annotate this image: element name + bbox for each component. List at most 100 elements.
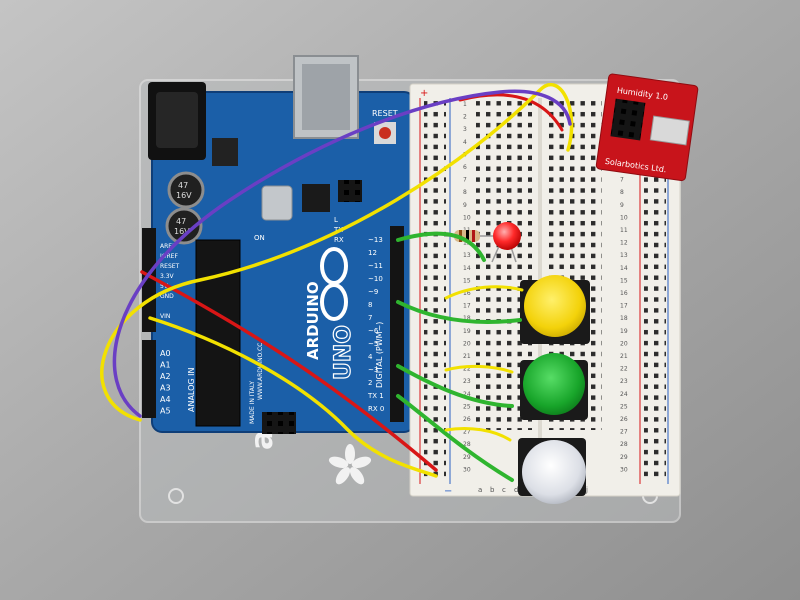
row-number: 15 [463,277,471,284]
row-number: 27 [620,429,628,436]
digital-pin-label: ~9 [368,288,378,296]
digital-pin-label: 2 [368,379,372,387]
column-letter: a [478,486,482,494]
row-number: 10 [620,214,628,221]
svg-text:VIN: VIN [160,313,170,320]
row-number: 27 [463,429,471,436]
row-number: 8 [620,189,624,196]
row-number: 28 [463,441,471,448]
analog-pin-label: A2 [160,372,171,381]
column-letter: d [514,486,518,494]
row-number: 7 [463,177,467,184]
row-number: 29 [620,454,628,461]
digital-pin-label: 4 [368,353,373,361]
capacitor: 47 16V [165,207,203,245]
row-number: 23 [620,378,628,385]
yellow-wire [148,316,438,478]
row-number: 18 [620,315,628,322]
row-number: 1 [463,101,467,108]
analog-header [142,340,156,418]
svg-text:GND: GND [160,293,174,300]
row-number: 30 [620,466,628,473]
digital-pin-label: ~10 [368,275,383,283]
column-letter: c [502,486,506,494]
power-pin-labels: IOREF RESET 3.3V 5V GND VIN AREF [160,243,180,320]
svg-text:IOREF: IOREF [160,253,178,260]
svg-text:16V: 16V [174,227,190,236]
digital-pin-label: ~5 [368,340,378,348]
row-number: 19 [463,328,471,335]
svg-text:5V: 5V [160,283,169,290]
humidity-sensor-module: Humidity 1.0 Solarbotics Ltd. [595,73,699,182]
yellow-push-button[interactable] [520,275,590,344]
row-number: 23 [463,378,471,385]
row-number: 17 [463,303,471,310]
digital-pin-label: ~11 [368,262,383,270]
analog-pin-label: A3 [160,384,171,393]
row-number: 11 [620,227,628,234]
green-wire [396,300,522,324]
row-number: 10 [463,214,471,221]
capacitor: 47 16V [167,171,205,209]
voltage-regulator [212,138,238,166]
digital-pin-label: ~6 [368,327,379,335]
yellow-wire [444,285,524,300]
white-push-button[interactable] [518,438,586,504]
digital-pin-label: ~3 [368,366,378,374]
made-in-label: MADE IN ITALY [249,381,256,424]
website-label: WWW.ARDUINO.CC [257,343,264,400]
row-number: 14 [620,265,628,272]
row-number: 24 [620,391,628,398]
rail-minus-sign: − [444,486,452,497]
digital-label: DIGITAL (PWM~) [375,322,384,388]
rx-label: RX [334,236,344,244]
svg-text:16V: 16V [176,191,192,200]
row-number: 24 [463,391,471,398]
row-number: 20 [463,340,471,347]
column-letter: b [490,486,495,494]
row-number: 13 [620,252,628,259]
digital-pin-label: TX 1 [367,392,384,400]
yellow-wire [444,426,512,442]
row-number: 17 [620,303,628,310]
row-number: 18 [463,315,471,322]
jumper-wires [100,82,574,482]
analog-pin-label: A4 [160,395,171,404]
green-push-button[interactable] [520,353,588,420]
analog-label: ANALOG IN [187,368,196,413]
l-label: L [334,216,338,224]
row-number: 21 [620,353,628,360]
row-number: 16 [463,290,471,297]
row-number: 15 [620,277,628,284]
analog-pin-label: A5 [160,407,171,416]
column-letter: j [585,486,588,494]
row-number: 25 [620,403,628,410]
analog-pin-label: A1 [160,361,171,370]
svg-text:3.3V: 3.3V [160,273,175,280]
row-number: 20 [620,340,628,347]
row-number: 19 [620,328,628,335]
row-number: 29 [463,454,471,461]
row-number: 30 [463,466,471,473]
yellow-wire [444,364,514,374]
analog-pin-label: A0 [160,349,171,358]
digital-pin-label: 8 [368,301,372,309]
green-wire [396,364,514,408]
arduino-infinity-logo [320,247,348,321]
usb-chip [302,184,330,212]
digital-pin-label: 12 [368,249,377,257]
svg-text:RESET: RESET [160,263,180,270]
yellow-wire [100,82,574,422]
row-number: 9 [620,202,624,209]
digital-header [390,226,404,422]
row-number: 26 [620,416,628,423]
row-number: 7 [620,177,624,184]
digital-pin-label: ~13 [368,236,383,244]
row-number: 13 [463,252,471,259]
row-number: 14 [463,265,471,272]
green-wire [396,231,486,262]
row-number: 2 [463,114,467,121]
arduino-uno-board: RESET 47 16V 47 16V TX RX L ON [142,55,415,434]
